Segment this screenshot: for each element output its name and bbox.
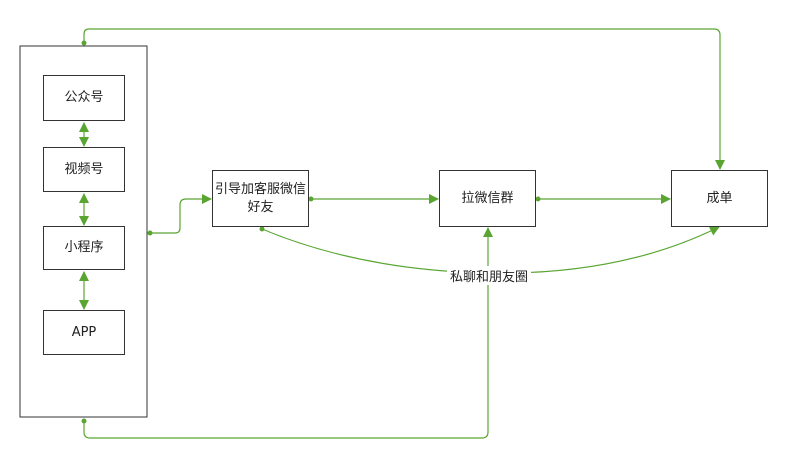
connector-container-to-add-wechat	[150, 194, 212, 234]
channel-label-app: APP	[71, 324, 97, 340]
step-label-deal: 成单	[706, 190, 733, 206]
channel-box-app: APP	[43, 310, 125, 355]
step-box-add-wechat: 引导加客服微信 好友	[212, 170, 309, 227]
channel-box-shipinhao: 视频号	[43, 147, 125, 192]
channel-label-gongzhonghao: 公众号	[64, 90, 104, 105]
channel-box-xiaochengxu: 小程序	[43, 226, 125, 270]
channel-box-gongzhonghao: 公众号	[43, 75, 125, 121]
step-label-add-wechat-line2: 好友	[247, 199, 274, 215]
step-label-wechat-group: 拉微信群	[461, 190, 514, 206]
channel-label-shipinhao: 视频号	[64, 161, 104, 177]
edge-label-private-chat: 私聊和朋友圈	[447, 266, 532, 285]
connector-container-top-to-deal	[83, 28, 725, 170]
step-box-wechat-group: 拉微信群	[439, 170, 536, 227]
step-label-add-wechat-line1: 引导加客服微信	[214, 181, 306, 197]
connector-container-bottom-to-group	[83, 227, 493, 439]
channel-label-xiaochengxu: 小程序	[64, 240, 104, 255]
step-box-deal: 成单	[671, 170, 768, 227]
